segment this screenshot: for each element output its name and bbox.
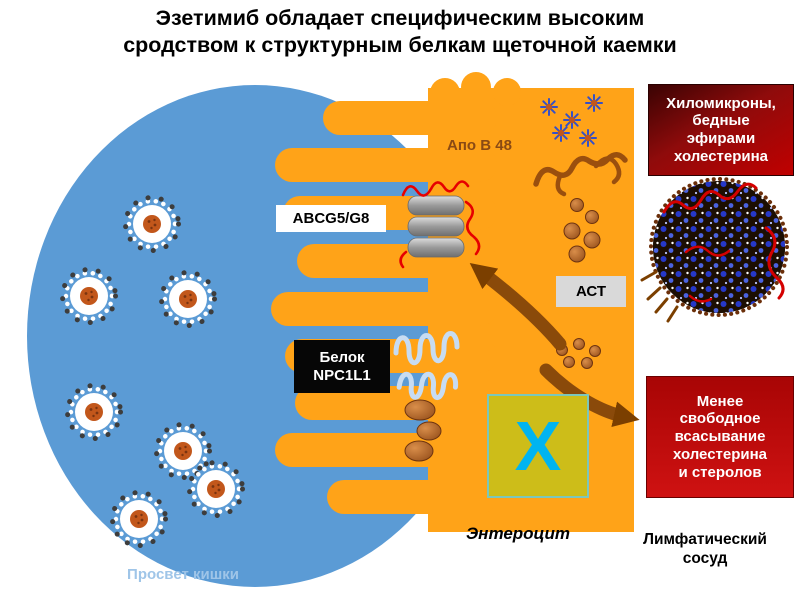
blocked-x-box: X [487,394,589,498]
cholesterol-particles-upper [563,198,601,263]
slide-title: Эзетимиб обладает специфическим высоким … [123,6,677,57]
brush-border-villi [271,101,497,514]
npc1l1-label: Белок NPC1L1 [294,340,390,393]
apo-b48-protein-icon [533,152,628,197]
blue-particle-icon [563,111,581,129]
blue-particle-icon [579,129,597,147]
chylomicrons-callout: Хиломикроны, бедные эфирами холестерина [648,84,794,176]
blue-particle-icon [552,124,570,142]
npc1l1-protein-icon [393,331,460,401]
enterocyte-label: Энтероцит [465,524,571,543]
blocked-x-icon: X [514,407,562,485]
chylomicron-brown-tufts [640,270,679,323]
act-label: АСТ [556,276,626,307]
abcg5g8-transporter-icon [399,180,481,269]
membrane-blobs [404,399,442,462]
blue-particle-icon [540,98,558,116]
lymph-vessel-label: Лимфатический сосуд [643,531,767,567]
chylomicron-red-squiggles [662,182,785,303]
blue-particle-icon [585,94,603,112]
abcg5g8-label: ABCG5/G8 [276,205,386,232]
less-absorption-callout: Менее свободное всасывание холестерина и… [646,376,794,498]
transport-arrow-up [469,263,567,351]
apo-b48-label: Апо В 48 [447,137,512,154]
chylomicron-icon [640,177,789,323]
red-sterol-squiggle-icon [399,180,481,269]
lumen-label: Просвет кишки [127,566,239,583]
